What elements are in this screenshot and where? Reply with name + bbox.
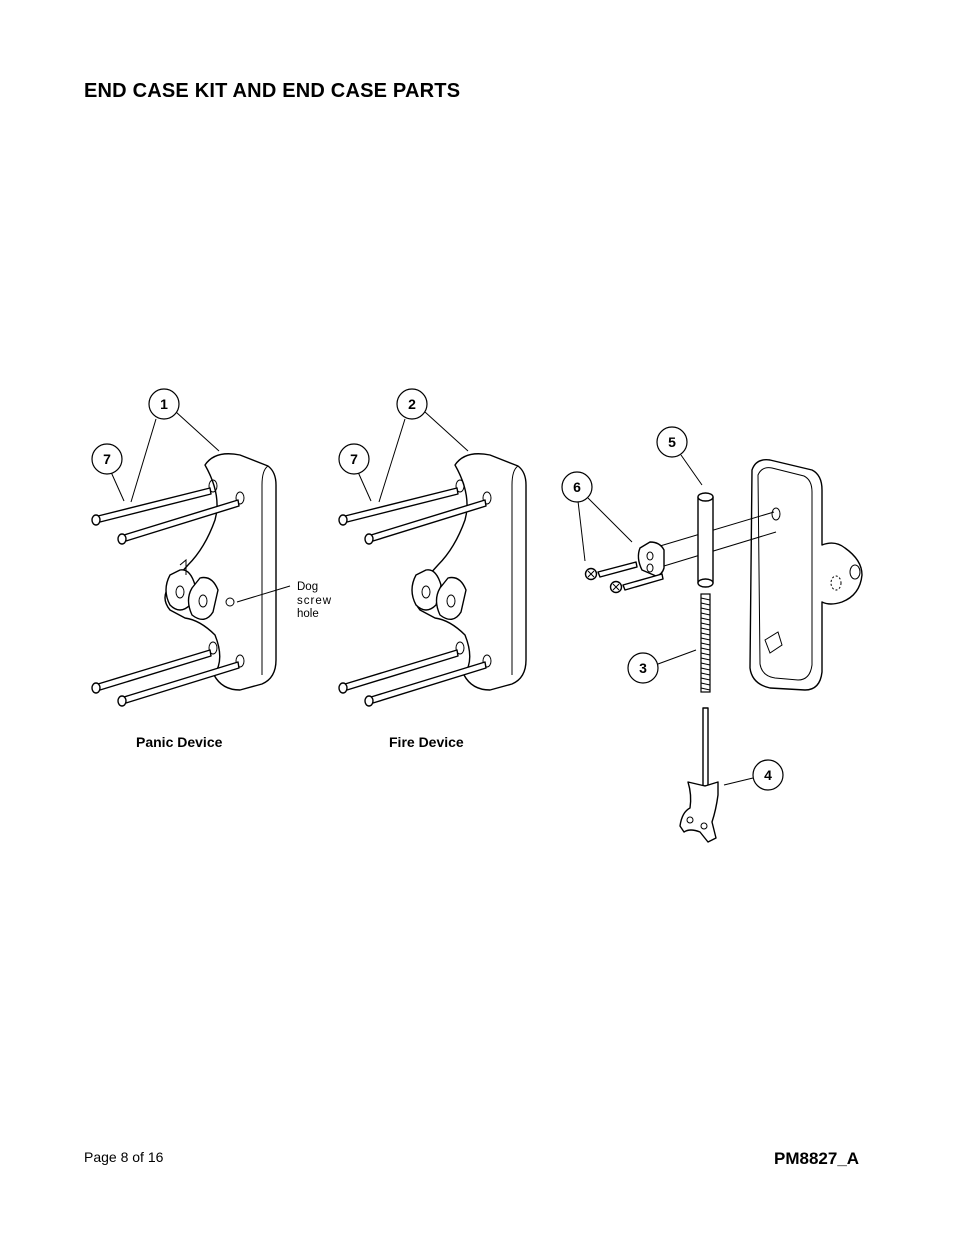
dog-screw-note-line-2: screw	[297, 595, 332, 607]
svg-text:4: 4	[764, 767, 772, 783]
latch-rod	[679, 707, 719, 843]
end-case-housing	[749, 459, 863, 691]
callout-7-fire: 7	[338, 443, 370, 475]
dog-bracket	[637, 541, 665, 577]
panic-device-screws	[91, 487, 240, 707]
panic-device-end-case	[164, 453, 277, 691]
callout-7-panic: 7	[91, 443, 123, 475]
callout-4: 4	[752, 759, 784, 791]
fire-device-screws	[338, 487, 487, 707]
svg-text:7: 7	[103, 451, 111, 467]
fire-device-caption: Fire Device	[389, 734, 464, 750]
dog-screw-note-line-1: Dog	[297, 581, 318, 593]
document-number: PM8827_A	[774, 1149, 860, 1168]
small-screws	[584, 561, 664, 594]
svg-text:1: 1	[160, 396, 168, 412]
callout-6: 6	[561, 471, 593, 503]
svg-text:3: 3	[639, 660, 647, 676]
callout-1: 1	[148, 388, 180, 420]
callout-5: 5	[656, 426, 688, 458]
fire-device-end-case	[411, 453, 527, 691]
svg-text:7: 7	[350, 451, 358, 467]
svg-text:6: 6	[573, 479, 581, 495]
svg-text:2: 2	[408, 396, 416, 412]
callout-2: 2	[396, 388, 428, 420]
svg-text:5: 5	[668, 434, 676, 450]
pin-tube	[697, 492, 714, 588]
callout-3: 3	[627, 652, 659, 684]
page-number: Page 8 of 16	[84, 1149, 164, 1165]
panic-device-caption: Panic Device	[136, 734, 223, 750]
spring	[700, 593, 711, 693]
dog-screw-note-line-3: hole	[297, 608, 319, 620]
page-title: END CASE KIT AND END CASE PARTS	[84, 80, 461, 102]
